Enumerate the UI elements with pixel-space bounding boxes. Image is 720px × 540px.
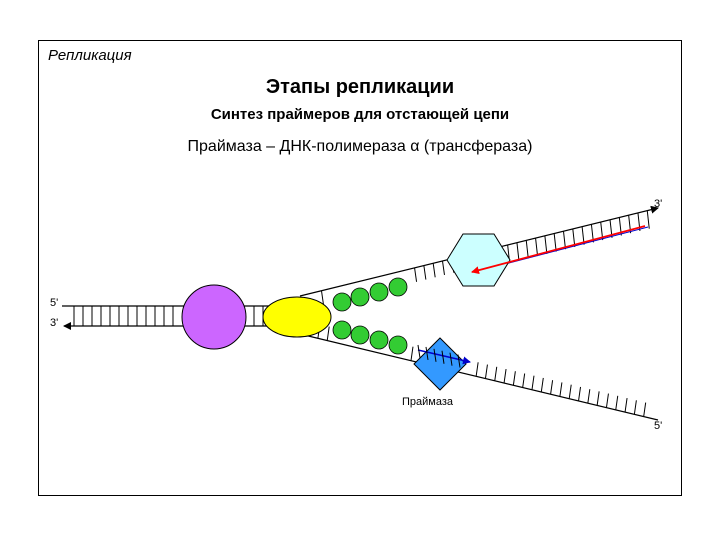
label-left-bottom: 3' [50,317,58,329]
helicase-circle [182,285,246,349]
label-primase: Праймаза [402,396,453,408]
topoisomerase-ellipse [263,297,331,337]
label-left-top: 5' [50,297,58,309]
polymerase-hexagon [447,234,510,286]
ssb-proteins-bottom [333,321,407,354]
enzyme-caption: Праймаза – ДНК-полимераза α (трансфераза… [0,138,720,156]
primase-diamond [414,338,466,390]
corner-title: Репликация [48,47,132,64]
subtitle: Синтез праймеров для отстающей цепи [0,106,720,123]
ssb-proteins-top [333,278,407,311]
page-title: Этапы репликации [0,76,720,99]
label-bottom-strand-end: 5' [654,420,662,432]
label-top-strand-end: 3' [654,198,662,210]
